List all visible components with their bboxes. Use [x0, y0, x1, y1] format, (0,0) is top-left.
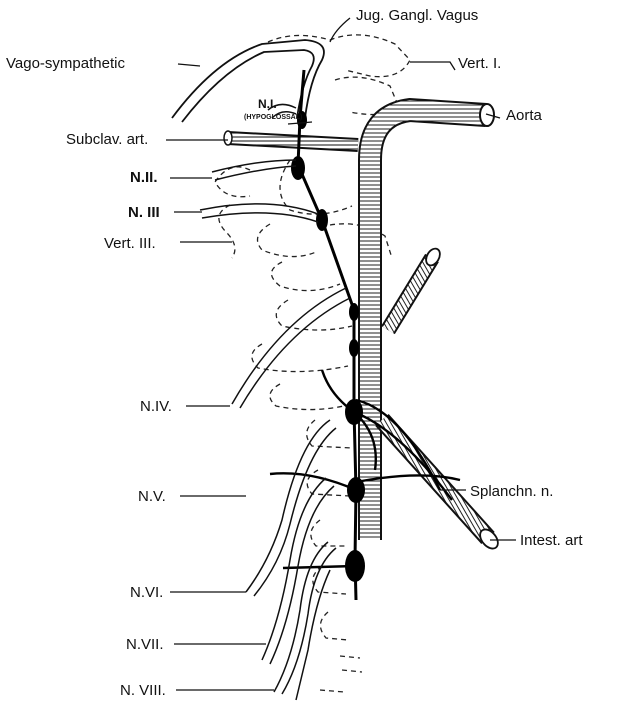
label-n2: N.II.: [130, 170, 158, 185]
label-vago-sympathetic: Vago-sympathetic: [6, 56, 125, 71]
label-n3: N. III: [128, 205, 160, 220]
label-vert-3: Vert. III.: [104, 236, 156, 251]
label-vert-1: Vert. I.: [458, 56, 501, 71]
label-intest-art: Intest. art: [520, 533, 583, 548]
label-n1: N.I.: [258, 98, 277, 110]
label-hypoglossal: (HYPOGLOSSAL): [244, 114, 302, 121]
label-n7: N.VII.: [126, 637, 164, 652]
ganglia: [291, 111, 365, 582]
subclavian-artery: [224, 131, 358, 145]
label-jug-gangl-vagus: Jug. Gangl. Vagus: [356, 8, 478, 23]
label-n8: N. VIII.: [120, 683, 166, 698]
label-n6: N.VI.: [130, 585, 163, 600]
label-subclav-art: Subclav. art.: [66, 132, 148, 147]
label-aorta: Aorta: [506, 108, 542, 123]
label-n4: N.IV.: [140, 399, 172, 414]
upper-right-artery: [388, 246, 443, 330]
label-splanchn-n: Splanchn. n.: [470, 484, 553, 499]
label-n5: N.V.: [138, 489, 166, 504]
spinal-nerves: [200, 104, 350, 700]
